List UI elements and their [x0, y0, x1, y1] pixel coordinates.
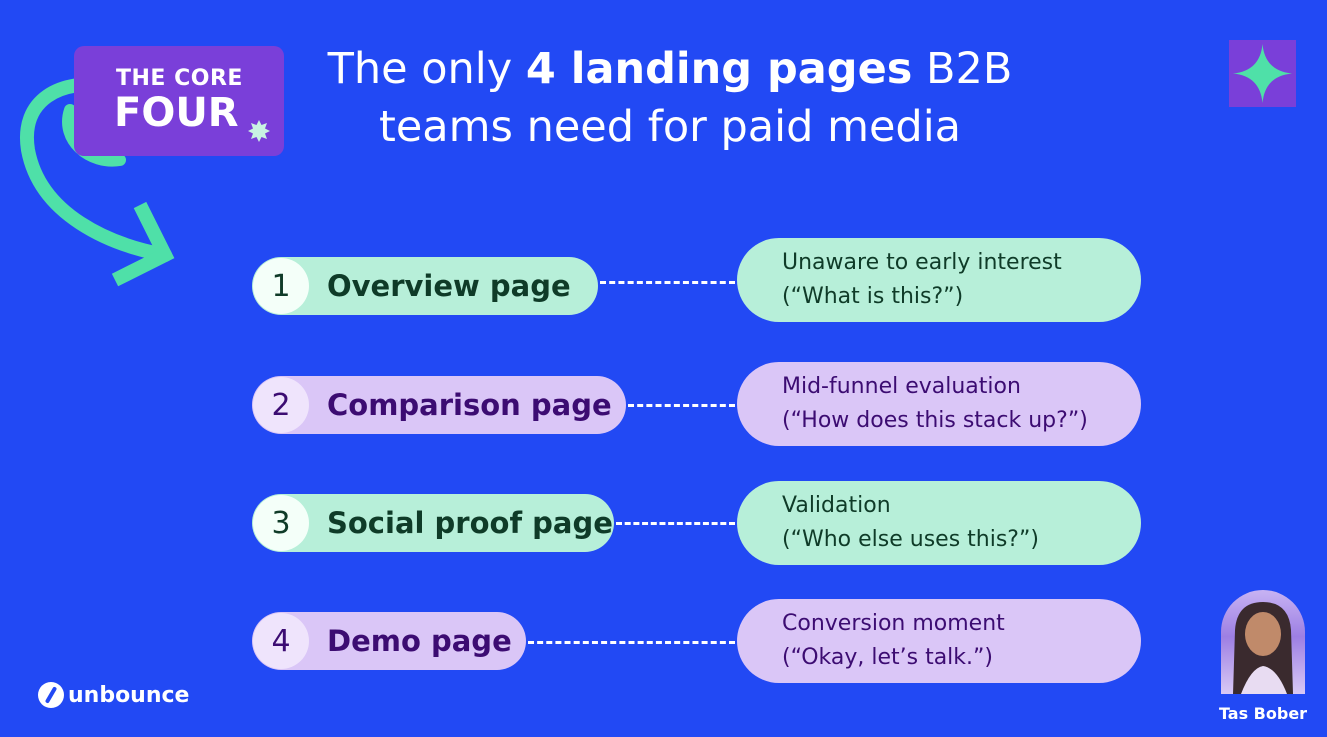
- stage-text: Validation: [782, 493, 891, 518]
- title-bold: 4 landing pages: [525, 44, 913, 94]
- stage-text: Mid-funnel evaluation: [782, 374, 1021, 399]
- stage-question: (“Who else uses this?”): [782, 527, 1039, 552]
- unbounce-logo: unbounce: [38, 682, 189, 708]
- unbounce-logo-icon: [38, 682, 64, 708]
- page-pill-demo: 4 Demo page: [252, 612, 526, 670]
- connector-line: [628, 404, 735, 407]
- logo-text: unbounce: [68, 682, 190, 708]
- page-title: The only 4 landing pages B2B teams need …: [300, 40, 1040, 156]
- page-label: Comparison page: [327, 388, 612, 422]
- core-four-badge: THE CORE FOUR: [74, 46, 284, 156]
- step-number: 1: [253, 258, 309, 314]
- connector-line: [616, 522, 735, 525]
- title-pre: The only: [327, 44, 526, 94]
- step-number: 2: [253, 377, 309, 433]
- burst-icon: [248, 120, 270, 142]
- connector-line: [528, 641, 735, 644]
- stage-pill-demo: Conversion moment (“Okay, let’s talk.”): [737, 599, 1141, 683]
- step-number: 3: [253, 495, 309, 551]
- connector-line: [600, 281, 735, 284]
- stage-pill-social-proof: Validation (“Who else uses this?”): [737, 481, 1141, 565]
- speaker-name: Tas Bober: [1218, 704, 1308, 723]
- stage-question: (“Okay, let’s talk.”): [782, 645, 994, 670]
- speaker-avatar: [1221, 590, 1305, 694]
- stage-pill-overview: Unaware to early interest (“What is this…: [737, 238, 1141, 322]
- stage-question: (“How does this stack up?”): [782, 408, 1088, 433]
- title-line2: teams need for paid media: [378, 102, 962, 152]
- stage-question: (“What is this?”): [782, 284, 964, 309]
- badge-line1: THE CORE: [116, 66, 243, 91]
- page-pill-comparison: 2 Comparison page: [252, 376, 626, 434]
- stage-text: Conversion moment: [782, 611, 1005, 636]
- title-post: B2B: [912, 44, 1013, 94]
- step-number: 4: [253, 613, 309, 669]
- badge-line2: FOUR: [114, 90, 239, 136]
- sparkle-icon: [1229, 40, 1296, 107]
- stage-pill-comparison: Mid-funnel evaluation (“How does this st…: [737, 362, 1141, 446]
- page-pill-overview: 1 Overview page: [252, 257, 598, 315]
- page-label: Demo page: [327, 624, 512, 658]
- page-pill-social-proof: 3 Social proof page: [252, 494, 614, 552]
- stage-text: Unaware to early interest: [782, 250, 1062, 275]
- page-label: Social proof page: [327, 506, 613, 540]
- page-label: Overview page: [327, 269, 571, 303]
